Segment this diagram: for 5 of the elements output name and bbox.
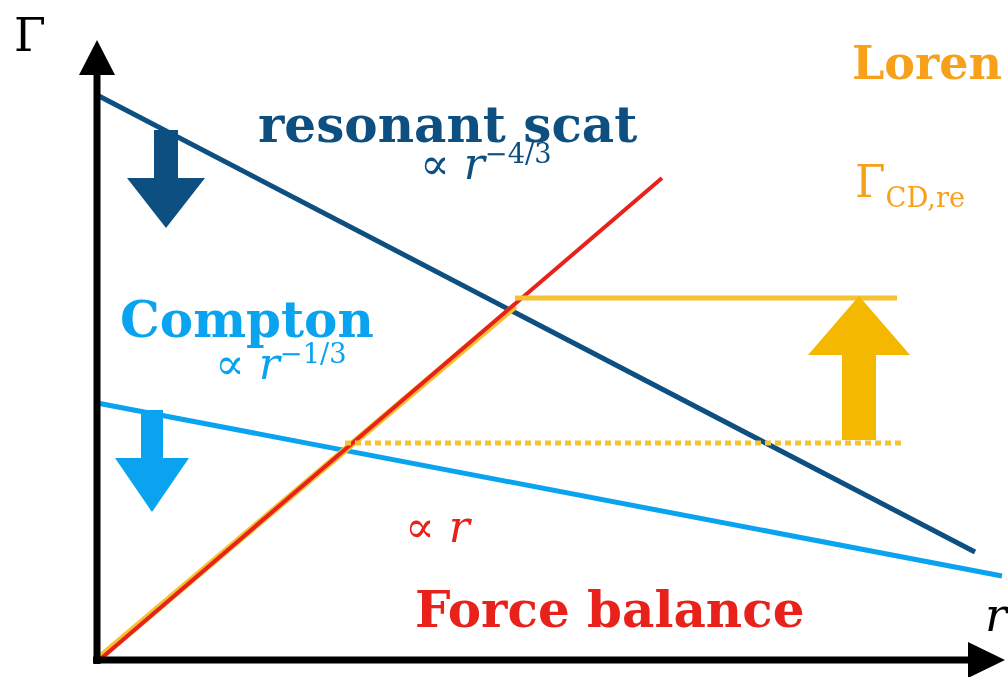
axis-label: Γ: [14, 12, 46, 58]
formula-label: Γ$_{CD,re}$: [855, 160, 966, 212]
curve-label: Loren: [852, 40, 1002, 86]
curve-label: Force balance: [415, 585, 805, 635]
formula-label: ∝ r: [405, 505, 470, 549]
